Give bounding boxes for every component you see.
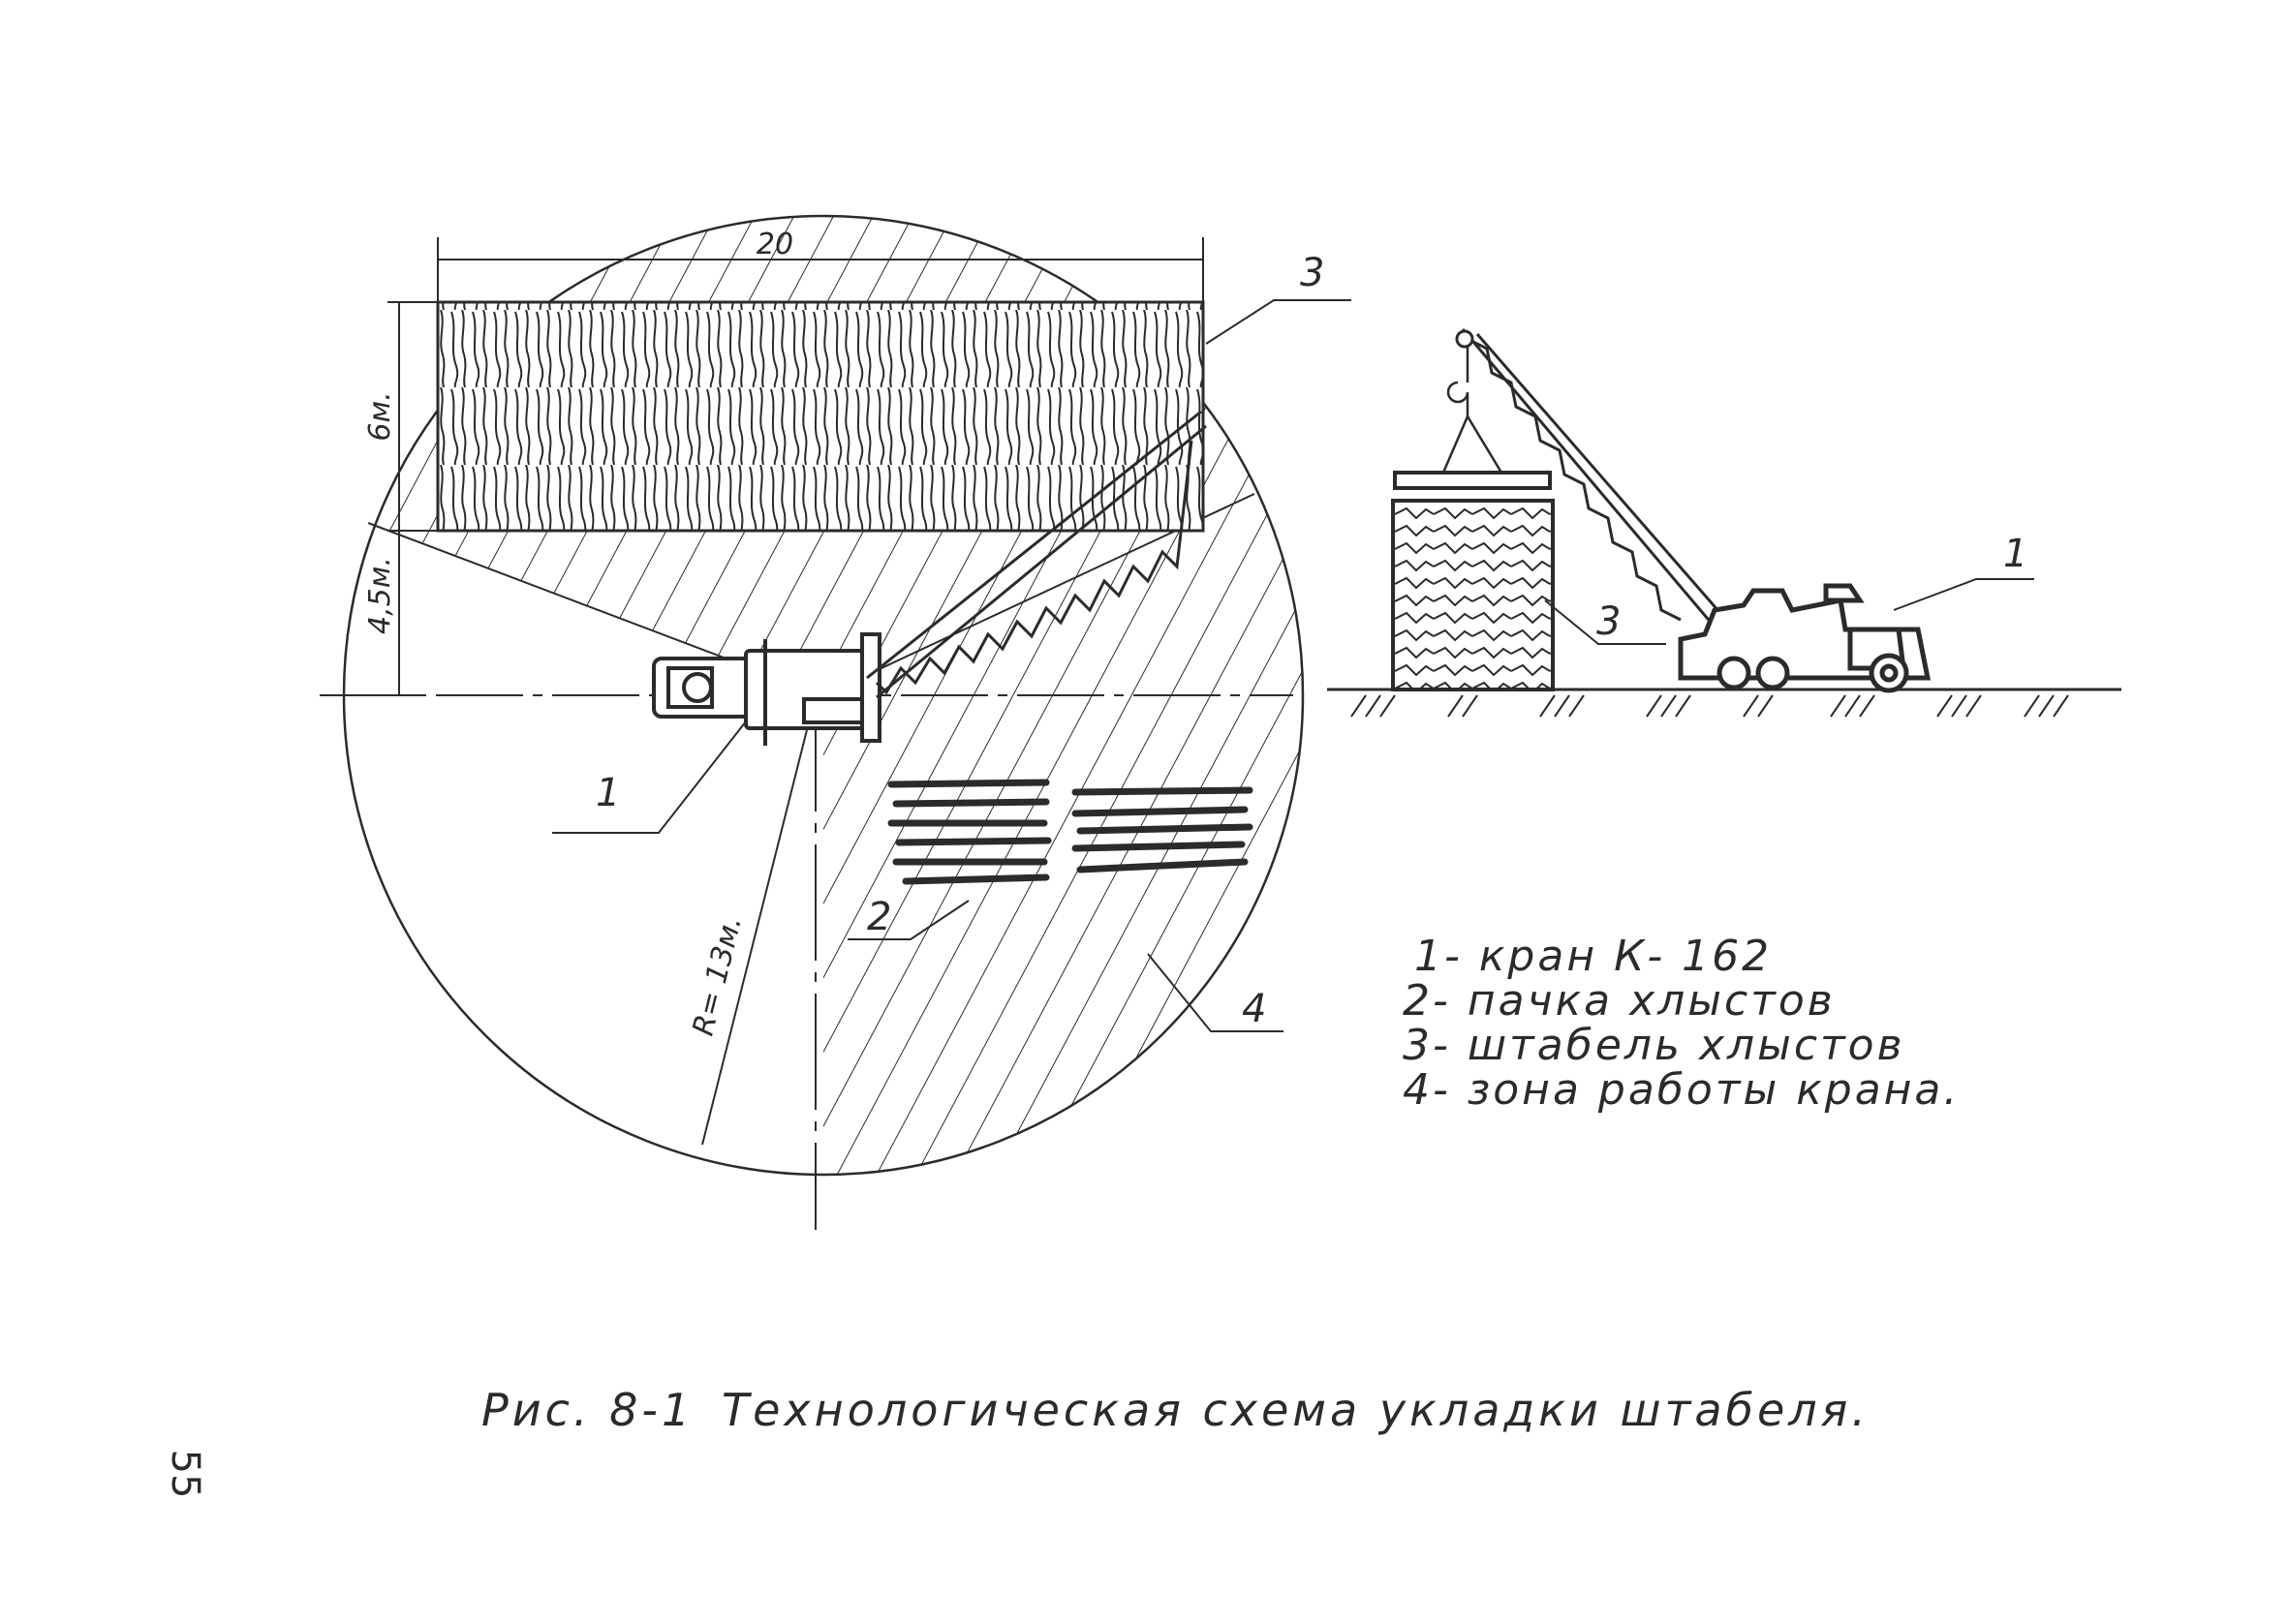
caption-prefix: Рис. 8-1: [481, 1384, 694, 1436]
radius-line: [701, 694, 817, 1146]
dimension-stack-height-label: 6м.: [363, 391, 397, 441]
radius-label: R= 13м.: [687, 912, 749, 1039]
legend-item-4: 4- зона работы крана.: [1403, 1065, 1960, 1115]
slings: [1441, 344, 1503, 474]
legend: 1- кран К- 162 2- пачка хлыстов 3- штабе…: [1403, 932, 1960, 1115]
dimension-width: [437, 237, 1204, 302]
plan-view: 20 6м. 4,5м. R= 13м.: [320, 214, 1351, 1230]
figure-caption: Рис. 8-1 Технологическая схема укладки ш…: [481, 1384, 1870, 1436]
crane-truck-side: [1678, 583, 1932, 693]
callout-1-side: 1: [2003, 532, 2027, 576]
callout-1-plan: 1: [596, 771, 620, 815]
callout-leader-2: [848, 900, 970, 940]
timber-stack-side: [1391, 499, 1555, 691]
legend-item-3: 3- штабель хлыстов: [1403, 1021, 1905, 1070]
callout-leader-3-side: [1544, 599, 1666, 645]
callout-leader-1-side: [1893, 578, 2034, 611]
callout-2-plan: 2: [867, 895, 891, 939]
callout-leader-3: [1205, 299, 1351, 345]
ground-hatch: [1350, 694, 2069, 718]
callout-3-side: 3: [1596, 599, 1621, 644]
side-view: 3 1: [1327, 328, 2121, 718]
callout-3-plan: 3: [1300, 251, 1324, 295]
caption-text: Технологическая схема укладки штабеля.: [722, 1384, 1870, 1436]
callout-leader-4: [1147, 953, 1283, 1032]
page-number: 55: [163, 1450, 207, 1499]
dimension-width-label: 20: [757, 228, 793, 261]
callout-leader-1: [552, 720, 747, 834]
callout-4-plan: 4: [1242, 987, 1266, 1031]
crane-boom-plan: [866, 410, 1207, 699]
crane-plan: [652, 632, 881, 746]
crane-boom-side: [1455, 328, 1728, 626]
dimension-vertical: [387, 301, 438, 696]
legend-item-1: 1- кран К- 162: [1414, 932, 1772, 981]
log-bundles: [887, 779, 1253, 885]
suspended-bundle: [1393, 471, 1552, 490]
dimension-gap-label: 4,5м.: [363, 557, 397, 634]
legend-item-2: 2- пачка хлыстов: [1403, 976, 1836, 1026]
